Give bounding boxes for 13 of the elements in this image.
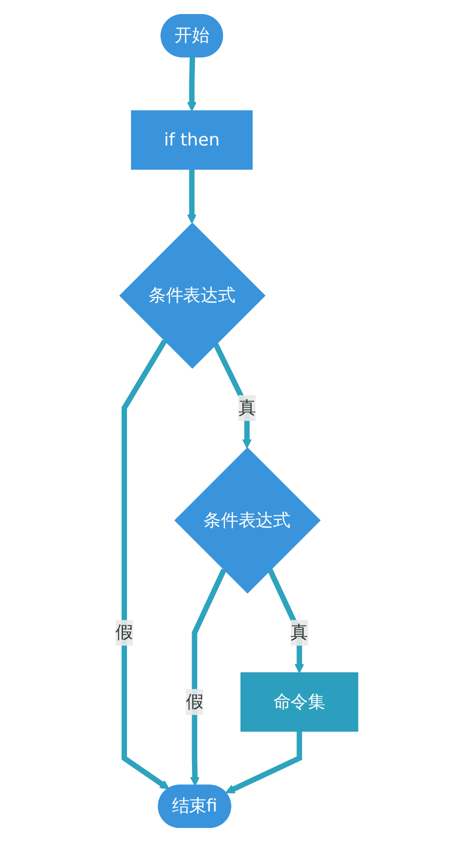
arrow (190, 568, 227, 786)
arrow (187, 57, 197, 112)
edge-label: 假 (116, 622, 134, 643)
edge-label: 真 (238, 397, 256, 418)
node-diamond: 条件表达式 (174, 447, 321, 594)
node-diamond: 条件表达式 (120, 222, 266, 369)
edge-label: 假 (186, 691, 204, 712)
arrow (187, 169, 197, 224)
node-box: 命令集 (240, 672, 359, 732)
node-box: if then (131, 110, 253, 170)
arrow (226, 731, 302, 794)
edge-label: 真 (291, 622, 308, 643)
arrow (122, 339, 170, 790)
